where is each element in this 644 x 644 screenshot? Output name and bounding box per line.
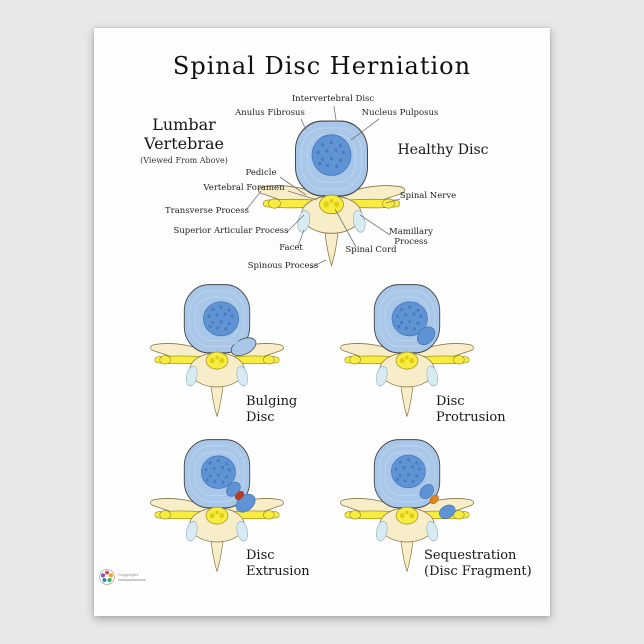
healthy-disc-heading: Healthy Disc (397, 142, 489, 158)
poster-title: Spinal Disc Herniation (172, 52, 472, 80)
caption-line: Disc (246, 548, 275, 563)
label-vertebral-foramen: Vertebral Foramen (203, 183, 285, 193)
caption-line: Bulging (246, 394, 298, 409)
vertebra-diagram-extrusion (150, 439, 284, 573)
label-transverse-process: Transverse Process (164, 206, 250, 216)
label-spinous-process: Spinous Process (247, 261, 319, 271)
vertebra-diagram-protrusion (340, 284, 474, 418)
caption-disc-protrusion: Disc Protrusion (436, 394, 506, 427)
caption-line: Sequestration (424, 548, 517, 563)
vertebra-diagram-bulging (150, 284, 284, 418)
caption-line: Extrusion (246, 564, 310, 580)
caption-line: (Disc Fragment) (424, 564, 532, 580)
label-mamillary-process: Mamillary Process (389, 227, 433, 247)
label-superior-articular-process: Superior Articular Process (173, 226, 289, 236)
heading-line: Vertebrae (144, 133, 224, 153)
label-facet: Facet (279, 243, 303, 253)
label-spinal-nerve: Spinal Nerve (399, 191, 457, 201)
caption-disc-extrusion: Disc Extrusion (246, 548, 310, 581)
copyright-line: Copyright (118, 572, 139, 577)
copyright-line-decoration (118, 578, 146, 581)
label-line: Process (394, 237, 428, 248)
heading-line: Lumbar (152, 115, 216, 134)
label-nucleus-pulposus: Nucleus Pulposus (361, 108, 439, 118)
caption-line: Disc (246, 410, 275, 426)
caption-sequestration: Sequestration (Disc Fragment) (424, 548, 532, 581)
publisher-logo-icon (99, 569, 115, 585)
label-spinal-cord: Spinal Cord (345, 245, 397, 255)
label-anulus-fibrosus: Anulus Fibrosus (235, 108, 305, 118)
vertebra-diagram-sequestration (340, 439, 474, 573)
label-intervertebral-disc: Intervertebral Disc (291, 94, 375, 104)
caption-bulging-disc: Bulging Disc (246, 394, 297, 427)
lumbar-vertebrae-heading: Lumbar Vertebrae (Viewed From Above) (140, 115, 228, 165)
copyright-text: Copyright (118, 572, 146, 581)
viewed-from-above-subheading: (Viewed From Above) (140, 155, 228, 165)
poster: Spinal Disc Herniation Lumbar Vertebrae … (94, 28, 550, 616)
label-line: Mamillary (389, 227, 433, 237)
caption-line: Disc (436, 394, 465, 409)
caption-line: Protrusion (436, 410, 506, 426)
label-pedicle: Pedicle (245, 168, 277, 178)
